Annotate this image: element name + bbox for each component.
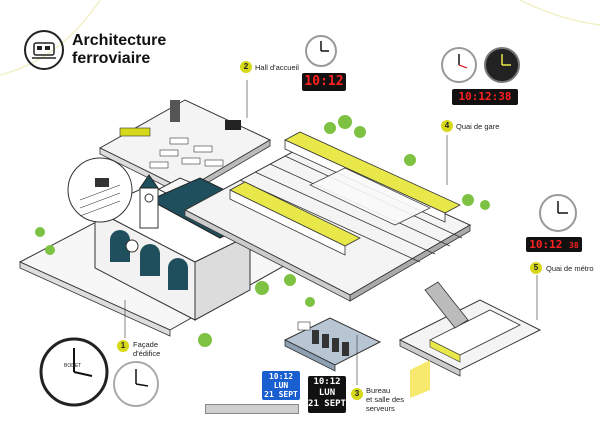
bureau-calendar-display: 10:12 LUN 21 SEPT <box>308 376 346 413</box>
section-number-5: 5 <box>530 262 542 274</box>
section-label-bureau: Bureau et salle des serveurs <box>366 386 404 413</box>
section-number-2: 2 <box>240 61 252 73</box>
hall-zoom-circle <box>67 157 133 223</box>
hall-digital-display: 10:12 <box>302 73 346 91</box>
facade-analog-clock-small <box>113 361 159 407</box>
escalator <box>424 281 469 329</box>
metro-digital-display: 10:12 38 <box>526 237 582 252</box>
section-label-facade: Façade d'édifice <box>133 340 161 358</box>
section-number-3: 3 <box>351 388 363 400</box>
quai-gare-digital-display: 10:12:38 <box>452 89 518 105</box>
section-label-quai-gare: Quai de gare <box>456 122 500 131</box>
section-label-quai-metro: Quai de métro <box>546 264 594 273</box>
section-number-1: 1 <box>117 340 129 352</box>
facade-analog-clock-large <box>39 337 109 407</box>
section-label-hall: Hall d'accueil <box>255 63 299 72</box>
hall-analog-clock <box>305 35 337 67</box>
metro-analog-clock <box>539 194 577 232</box>
blue-calendar-display: 10:12 LUN 21 SEPT <box>262 371 300 400</box>
quai-gare-analog-clock-black <box>484 47 520 83</box>
page-title: Architecture ferroviaire <box>72 32 167 67</box>
section-number-4: 4 <box>441 120 453 132</box>
facade-clock-brand: BODET <box>64 363 82 369</box>
train-icon <box>24 30 64 70</box>
rack-server-device <box>205 404 299 414</box>
quai-gare-analog-clock-white <box>441 47 477 83</box>
